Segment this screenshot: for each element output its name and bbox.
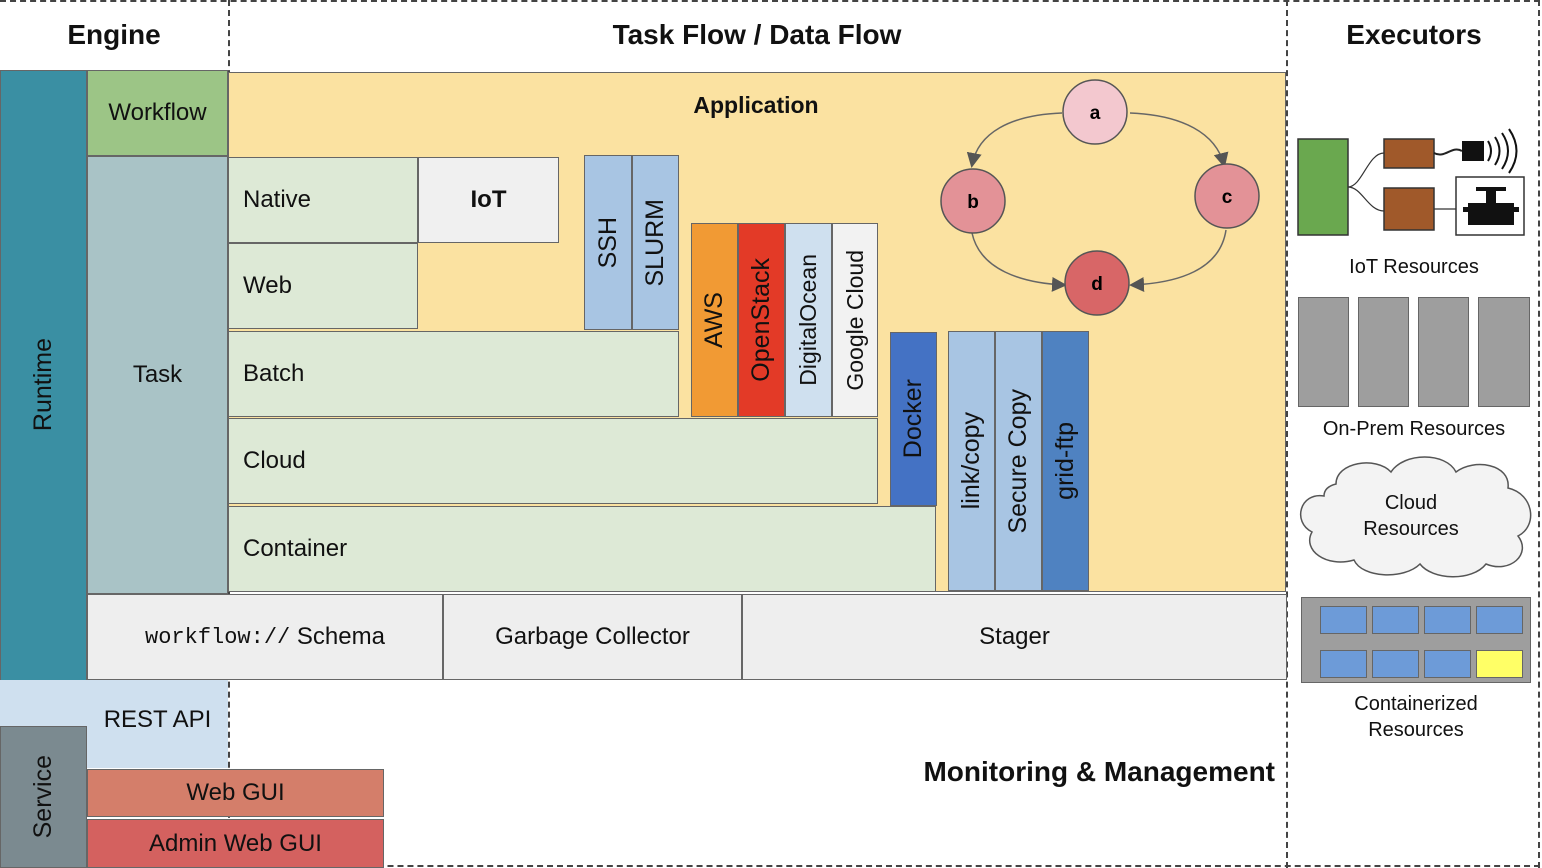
- rest-api-label: REST API: [103, 706, 212, 733]
- workflow-box: Workflow: [87, 70, 228, 156]
- native-box: Native: [228, 157, 418, 243]
- openstack-label: OpenStack: [747, 258, 775, 382]
- executors-header: Executors: [1346, 19, 1482, 50]
- edge-a-b: [966, 112, 1063, 168]
- web-gui-box: Web GUI: [87, 769, 384, 817]
- node-b: b: [940, 168, 1006, 234]
- iot-resources-label: IoT Resources: [1349, 255, 1479, 278]
- containerized-resources-label: Containerized Resources: [1354, 693, 1478, 741]
- svg-text:b: b: [967, 192, 979, 213]
- admin-web-gui-box: Admin Web GUI: [87, 819, 384, 868]
- container-box: Container: [228, 506, 936, 592]
- digitalocean-label: DigitalOcean: [795, 254, 821, 386]
- application-title: Application: [693, 91, 819, 118]
- dag-graph: a b c d: [940, 79, 1260, 316]
- container-1: [1320, 606, 1367, 634]
- task-box: Task: [87, 156, 228, 594]
- container-3: [1424, 606, 1471, 634]
- frame-bottom: [228, 865, 1540, 867]
- stager-box: Stager: [742, 594, 1287, 680]
- node-a: a: [1062, 79, 1128, 145]
- edge-b-d: [971, 232, 1067, 292]
- ssh-box: SSH: [584, 155, 632, 330]
- container-6: [1372, 650, 1419, 678]
- aws-box: AWS: [691, 223, 738, 417]
- service-label: Service: [29, 755, 57, 839]
- securecopy-box: Secure Copy: [995, 331, 1042, 591]
- onprem-rack-2: [1358, 297, 1409, 407]
- gridftp-label: grid-ftp: [1051, 422, 1079, 500]
- openstack-box: OpenStack: [738, 223, 785, 417]
- frame-top: [0, 0, 1540, 2]
- onprem-rack-3: [1418, 297, 1469, 407]
- container-8: [1476, 650, 1523, 678]
- schema-box: workflow:// Schema: [87, 594, 443, 680]
- container-7: [1424, 650, 1471, 678]
- googlecloud-box: Google Cloud: [832, 223, 878, 417]
- onprem-rack-4: [1478, 297, 1530, 407]
- iot-resources-graphic: [1297, 128, 1525, 236]
- iot-box: IoT: [418, 157, 559, 243]
- divider-right: [1538, 0, 1540, 868]
- monitoring-label: Monitoring & Management: [923, 756, 1275, 787]
- service-bar: Service: [0, 726, 87, 868]
- docker-box: Docker: [890, 332, 937, 506]
- onprem-rack-1: [1298, 297, 1349, 407]
- schema-suffix: Schema: [290, 623, 385, 650]
- garbage-collector-box: Garbage Collector: [443, 594, 742, 680]
- edge-a-c: [1129, 112, 1229, 168]
- slurm-box: SLURM: [632, 155, 679, 330]
- securecopy-label: Secure Copy: [1004, 388, 1032, 534]
- googlecloud-label: Google Cloud: [841, 249, 868, 391]
- cloud-box: Cloud: [228, 418, 878, 504]
- node-c: c: [1194, 163, 1260, 229]
- cloud-resources-label: Cloud Resources: [1363, 492, 1459, 540]
- batch-box: Batch: [228, 331, 679, 417]
- container-2: [1372, 606, 1419, 634]
- cloud-shape: [1300, 456, 1532, 578]
- container-5: [1320, 650, 1367, 678]
- linkcopy-label: link/copy: [957, 412, 985, 510]
- gridftp-box: grid-ftp: [1042, 331, 1089, 591]
- linkcopy-box: link/copy: [948, 331, 995, 591]
- digitalocean-box: DigitalOcean: [785, 223, 832, 417]
- svg-text:d: d: [1091, 274, 1103, 295]
- container-4: [1476, 606, 1523, 634]
- aws-label: AWS: [700, 291, 728, 349]
- schema-prefix: workflow://: [145, 624, 291, 650]
- svg-text:c: c: [1222, 187, 1233, 208]
- runtime-bar: Runtime: [0, 70, 87, 700]
- edge-c-d: [1129, 229, 1227, 292]
- svg-text:a: a: [1090, 103, 1101, 124]
- docker-label: Docker: [899, 379, 927, 459]
- divider-executors: [1286, 0, 1288, 868]
- engine-header: Engine: [67, 19, 161, 50]
- node-d: d: [1064, 250, 1130, 316]
- slurm-label: SLURM: [641, 198, 669, 287]
- flow-header: Task Flow / Data Flow: [612, 19, 902, 50]
- ssh-label: SSH: [593, 216, 622, 269]
- onprem-resources-label: On-Prem Resources: [1322, 417, 1506, 440]
- runtime-label: Runtime: [29, 338, 57, 432]
- web-box: Web: [228, 243, 418, 329]
